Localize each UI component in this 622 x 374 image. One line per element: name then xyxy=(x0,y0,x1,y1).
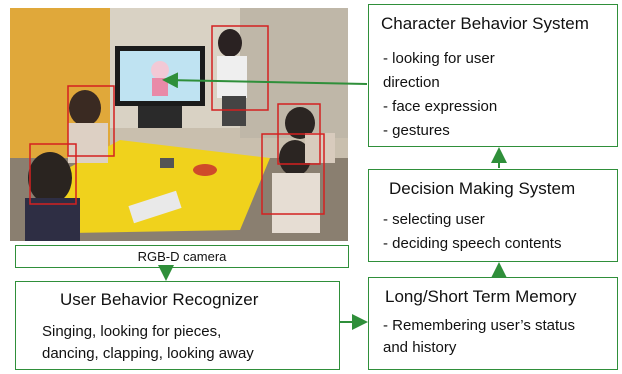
character-behavior-line-2: direction xyxy=(383,74,440,91)
detection-box-right-front xyxy=(261,133,325,215)
memory-title: Long/Short Term Memory xyxy=(385,287,577,306)
user-behavior-title: User Behavior Recognizer xyxy=(60,290,259,309)
scene-photo xyxy=(10,8,348,241)
decision-making-title: Decision Making System xyxy=(389,179,576,198)
memory-line-2: and history xyxy=(383,339,457,356)
character-behavior-line-3: - face expression xyxy=(383,98,498,115)
arrow-character-to-screen xyxy=(162,72,368,89)
decision-making-box: Decision Making System - selecting user … xyxy=(368,169,618,262)
user-behavior-box: User Behavior Recognizer Singing, lookin… xyxy=(15,281,340,370)
camera-box: RGB-D camera xyxy=(15,245,349,268)
decision-making-line-2: - deciding speech contents xyxy=(383,235,562,252)
character-behavior-box: Character Behavior System - looking for … xyxy=(368,4,618,147)
detection-box-center-left xyxy=(67,85,115,157)
detection-box-left-front xyxy=(29,143,77,205)
decision-making-line-1: - selecting user xyxy=(383,211,485,228)
camera-label: RGB-D camera xyxy=(137,249,227,264)
character-behavior-title: Character Behavior System xyxy=(381,14,589,33)
memory-box: Long/Short Term Memory - Remembering use… xyxy=(368,277,618,370)
detection-box-dancer xyxy=(211,25,269,111)
user-behavior-line-2: dancing, clapping, looking away xyxy=(42,345,254,362)
character-behavior-line-1: - looking for user xyxy=(383,50,495,67)
memory-line-1: - Remembering user’s status xyxy=(383,317,576,334)
character-behavior-line-4: - gestures xyxy=(383,122,450,139)
user-behavior-line-1: Singing, looking for pieces, xyxy=(42,323,222,340)
